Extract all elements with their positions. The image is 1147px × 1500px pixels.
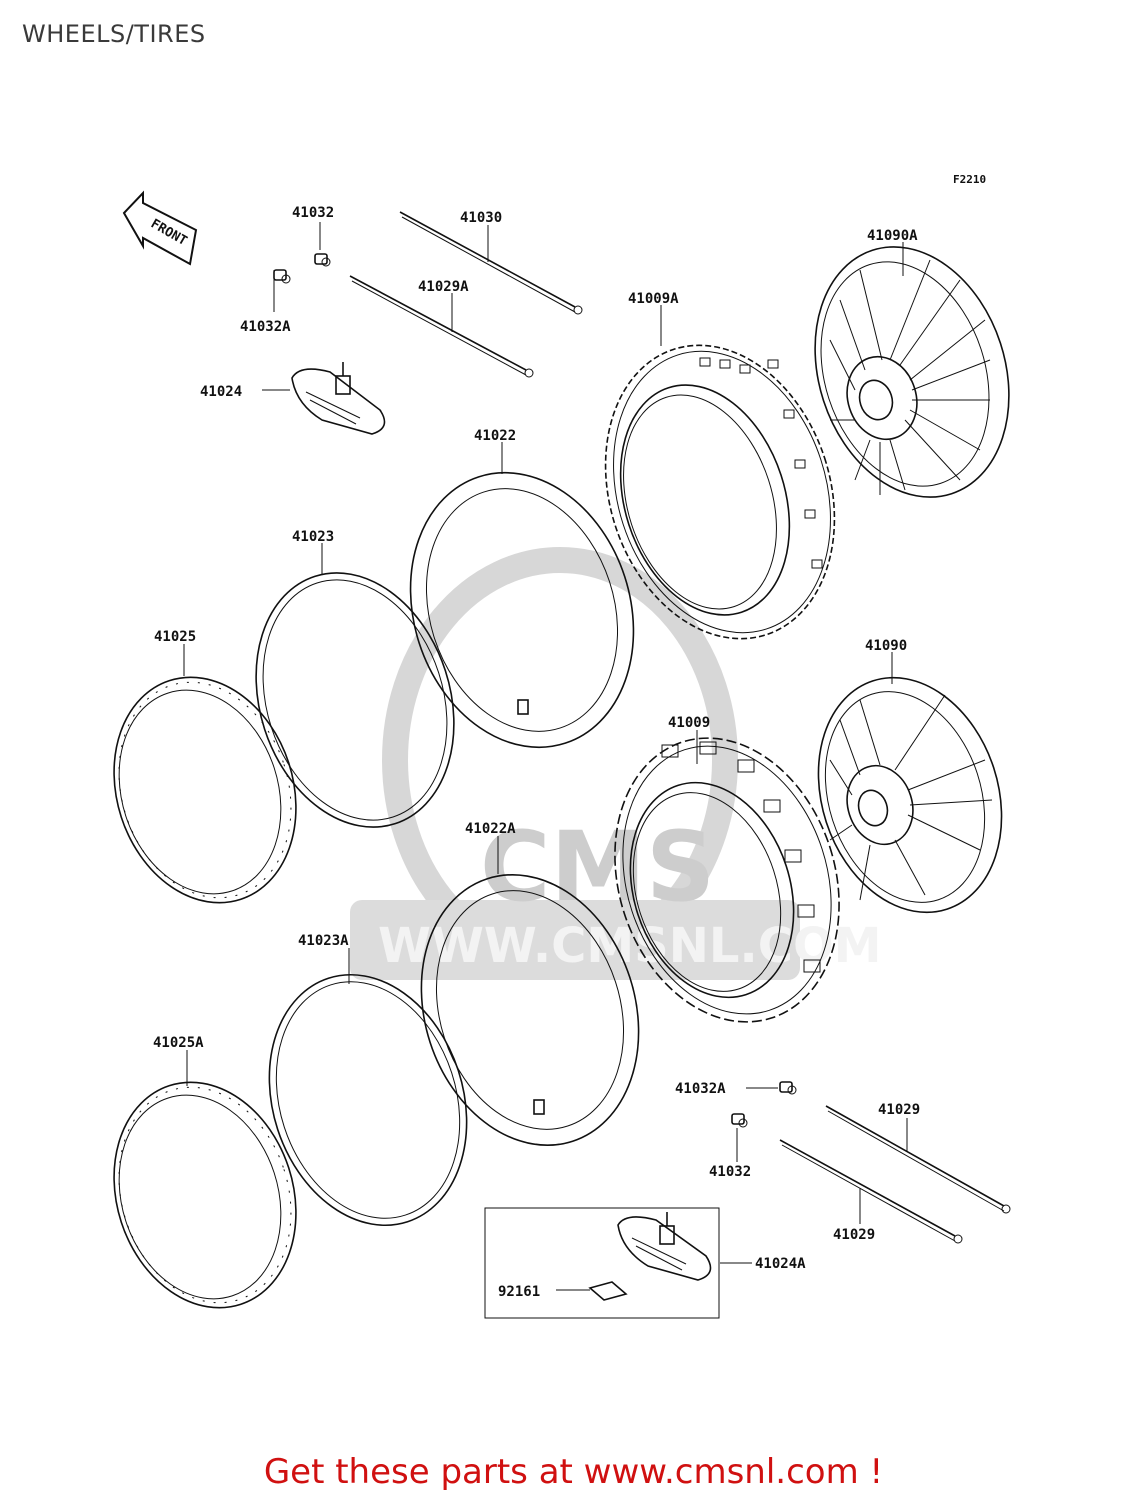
nipple-41032-rear-icon [731,1113,748,1128]
promo-link[interactable]: Get these parts at www.cmsnl.com ! [263,1452,884,1492]
figure-ref: F2210 [953,173,986,186]
rim-41025a-icon [113,1081,297,1309]
label-41024: 41024 [200,384,242,400]
label-41022: 41022 [474,428,516,444]
rim-lock-41024-icon [291,362,386,435]
rim-band-41023-icon [255,572,455,828]
tire-41009a-icon [604,344,836,640]
watermark-brand: CMS [480,811,715,923]
label-41032-rear: 41032 [709,1164,751,1180]
front-arrow-icon: FRONT [122,190,198,266]
leader-lines [183,222,908,1291]
label-41024a: 41024A [755,1256,806,1272]
label-41090: 41090 [865,638,907,654]
label-41009a: 41009A [628,291,679,307]
label-41090a: 41090A [867,228,918,244]
label-92161: 92161 [498,1284,540,1300]
label-41032: 41032 [292,205,334,221]
page-title: WHEELS/TIRES [22,20,206,48]
wheel-41090a-icon [814,246,1010,498]
nipple-41032a-icon [273,269,291,284]
rim-lock-41024a-box [484,1207,720,1319]
label-41029a: 41029A [418,279,469,295]
label-41030: 41030 [460,210,502,226]
spoke-41030-icon [399,211,583,315]
label-41029-lower: 41029 [833,1227,875,1243]
label-41032a: 41032A [240,319,291,335]
label-41023: 41023 [292,529,334,545]
wheel-41090-icon [817,676,1003,914]
spoke-41029a-icon [349,275,534,378]
label-41022a: 41022A [465,821,516,837]
spoke-41029-upper-icon [825,1105,1011,1214]
tire-41009-icon [614,737,840,1023]
tube-41022-icon [409,471,635,749]
label-41025: 41025 [154,629,196,645]
label-41025a: 41025A [153,1035,204,1051]
label-41029-upper: 41029 [878,1102,920,1118]
label-41032a-rear: 41032A [675,1081,726,1097]
label-41009: 41009 [668,715,710,731]
rim-41025-icon [113,676,297,904]
nipple-41032-icon [314,253,331,267]
rim-band-41023a-icon [268,973,468,1227]
nipple-41032a-rear-icon [779,1081,797,1095]
spoke-41029-lower-icon [779,1139,963,1244]
parts-diagram: CMS WWW.CMSNL.COM FRONT F2210 [113,173,1011,1319]
label-41023a: 41023A [298,933,349,949]
